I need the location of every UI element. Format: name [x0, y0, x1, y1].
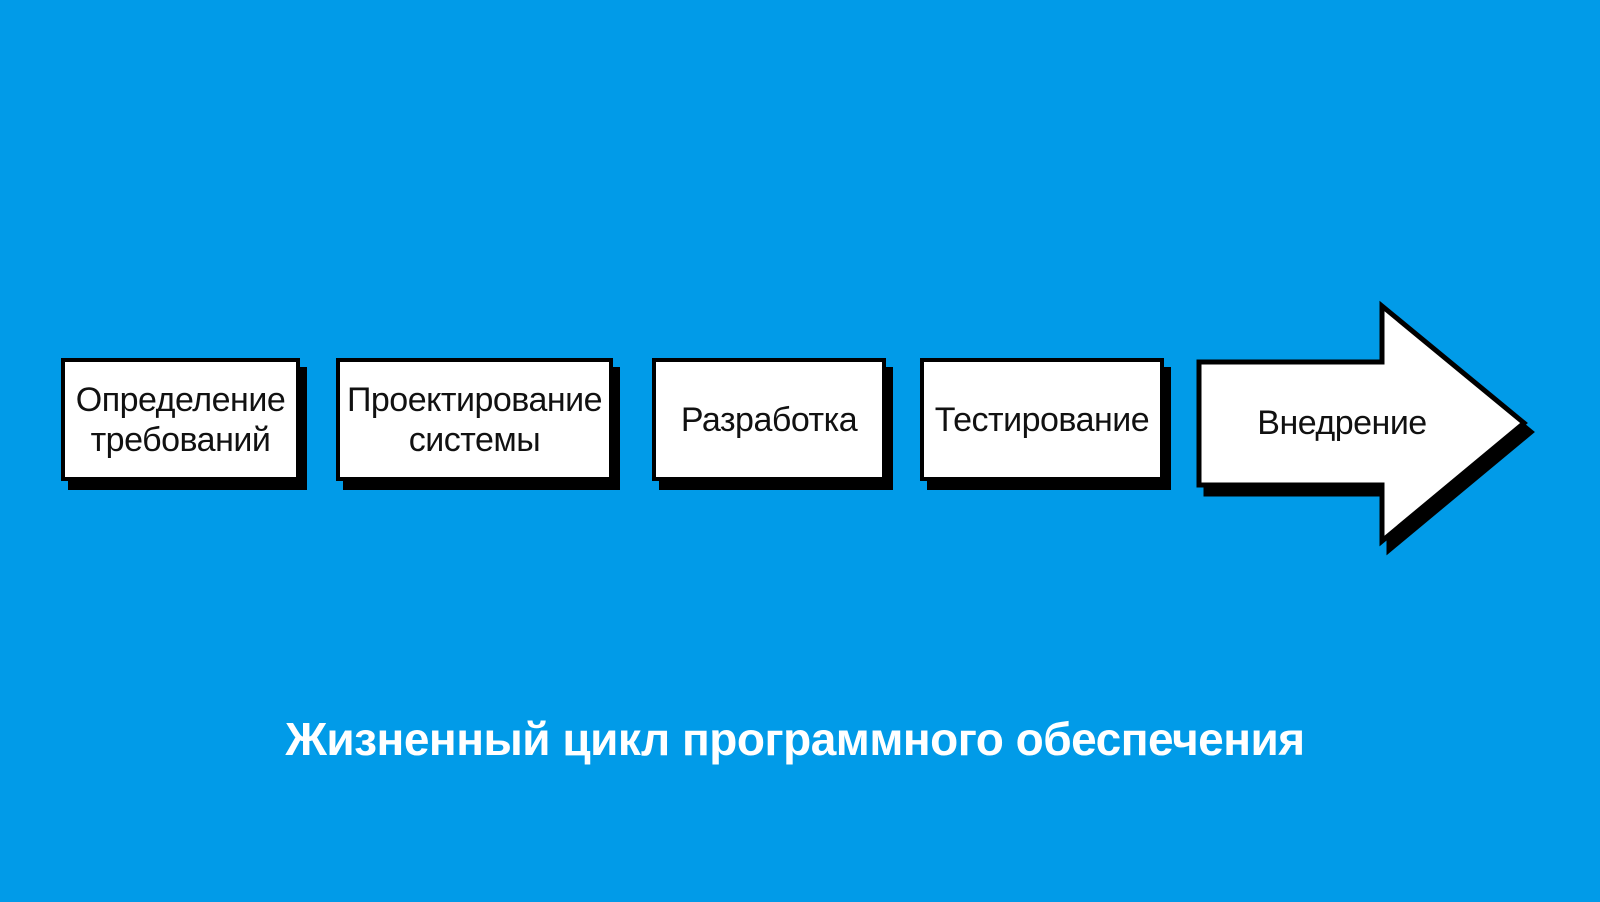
step-label-system-design: Проектирование системы: [346, 380, 603, 459]
step-box-system-design: Проектирование системы: [336, 358, 613, 481]
diagram-title: Жизненный цикл программного обеспечения: [285, 713, 1305, 765]
right-arrow-body: [1196, 300, 1528, 547]
right-arrow-shape: [1196, 300, 1535, 556]
step-label-requirements: Определение требований: [75, 380, 286, 459]
step-box-development: Разработка: [652, 358, 886, 481]
step-label-development: Разработка: [680, 400, 858, 439]
step-label-testing: Тестирование: [934, 400, 1150, 439]
step-box-requirements: Определение требований: [61, 358, 300, 481]
step-box-testing: Тестирование: [920, 358, 1164, 481]
step-shape-deployment: [1196, 297, 1541, 557]
